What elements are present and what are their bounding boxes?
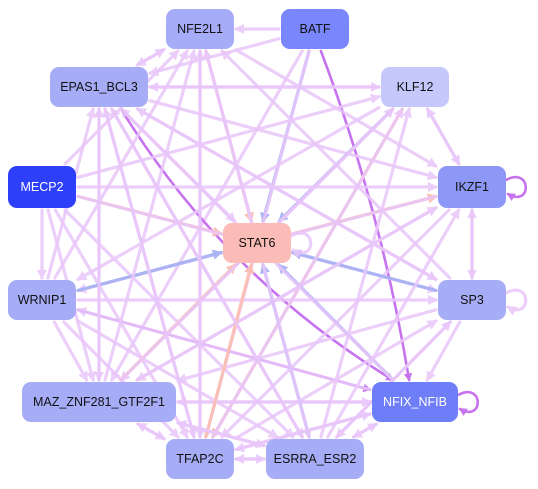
edge-epas1_bcl3-to-ikzf1 — [148, 99, 438, 181]
node-batf[interactable]: BATF — [281, 9, 349, 49]
edge-esrra_esr2-to-epas1_bcl3 — [110, 107, 304, 439]
edge-nfix_nfib-to-wrnip1 — [76, 307, 372, 392]
node-box — [166, 439, 234, 479]
edge-ikzf1-to-klf12 — [425, 107, 461, 166]
edge-esrra_esr2-to-klf12 — [319, 107, 412, 439]
node-box — [223, 223, 291, 263]
node-epas1-bcl3[interactable]: EPAS1_BCL3 — [50, 67, 148, 107]
edge-esrra_esr2-to-maz_znf281_gtf2f1 — [176, 419, 266, 448]
node-label: WRNIP1 — [18, 293, 67, 307]
edge-nfix_nfib-to-nfix_nfib — [456, 391, 480, 416]
edge-layer — [36, 23, 528, 465]
node-maz-znf281-gtf2f1[interactable]: MAZ_ZNF281_GTF2F1 — [22, 382, 176, 422]
node-klf12[interactable]: KLF12 — [381, 67, 449, 107]
node-ikzf1[interactable]: IKZF1 — [438, 166, 506, 208]
node-box — [50, 67, 148, 107]
edge-epas1_bcl3-to-nfe2l1 — [135, 48, 166, 67]
edge-sp3-to-nfix_nfib — [425, 320, 462, 382]
node-box — [166, 9, 234, 49]
node-wrnip1[interactable]: WRNIP1 — [8, 280, 76, 320]
node-box — [22, 382, 176, 422]
node-box — [8, 166, 76, 208]
node-label: SP3 — [460, 293, 484, 307]
edge-esrra_esr2-to-ikzf1 — [326, 208, 461, 439]
edge-tfap2c-to-maz_znf281_gtf2f1 — [136, 422, 166, 441]
node-label: IKZF1 — [455, 180, 489, 194]
edge-esrra_esr2-to-nfix_nfib — [351, 422, 379, 439]
edge-batf-to-maz_znf281_gtf2f1 — [110, 49, 304, 382]
node-label: BATF — [299, 22, 330, 36]
edge-esrra_esr2-to-sp3 — [335, 320, 452, 439]
node-box — [438, 280, 506, 320]
node-label: KLF12 — [397, 80, 434, 94]
node-box — [8, 280, 76, 320]
node-stat6[interactable]: STAT6 — [223, 223, 291, 263]
node-label: NFIX_NFIB — [383, 395, 447, 409]
node-tfap2c[interactable]: TFAP2C — [166, 439, 234, 479]
node-mecp2[interactable]: MECP2 — [8, 166, 76, 208]
node-sp3[interactable]: SP3 — [438, 280, 506, 320]
edge-sp3-to-epas1_bcl3 — [135, 107, 438, 282]
edge-tfap2c-to-stat6 — [204, 263, 255, 439]
edge-maz_znf281_gtf2f1-to-nfe2l1 — [103, 49, 197, 382]
edge-stat6-to-stat6 — [289, 231, 313, 259]
node-label: MAZ_ZNF281_GTF2F1 — [33, 395, 165, 409]
edge-wrnip1-to-maz_znf281_gtf2f1 — [52, 320, 89, 382]
node-label: TFAP2C — [176, 452, 223, 466]
edge-batf-to-epas1_bcl3 — [148, 37, 281, 77]
node-nfix-nfib[interactable]: NFIX_NFIB — [372, 382, 458, 422]
node-label: MECP2 — [20, 180, 63, 194]
node-box — [438, 166, 506, 208]
node-nfe2l1[interactable]: NFE2L1 — [166, 9, 234, 49]
node-box — [266, 439, 364, 479]
node-label: NFE2L1 — [177, 22, 223, 36]
edge-maz_znf281_gtf2f1-to-ikzf1 — [135, 206, 438, 382]
edge-tfap2c-to-epas1_bcl3 — [102, 107, 196, 439]
node-box — [381, 67, 449, 107]
node-box — [372, 382, 458, 422]
node-box — [281, 9, 349, 49]
node-label: STAT6 — [238, 236, 275, 250]
node-label: ESRRA_ESR2 — [274, 452, 357, 466]
node-esrra-esr2[interactable]: ESRRA_ESR2 — [266, 439, 364, 479]
node-label: EPAS1_BCL3 — [60, 80, 138, 94]
edge-klf12-to-wrnip1 — [76, 105, 381, 282]
edge-ikzf1-to-ikzf1 — [504, 176, 528, 201]
edge-sp3-to-sp3 — [504, 288, 528, 316]
edge-tfap2c-to-klf12 — [211, 107, 404, 439]
